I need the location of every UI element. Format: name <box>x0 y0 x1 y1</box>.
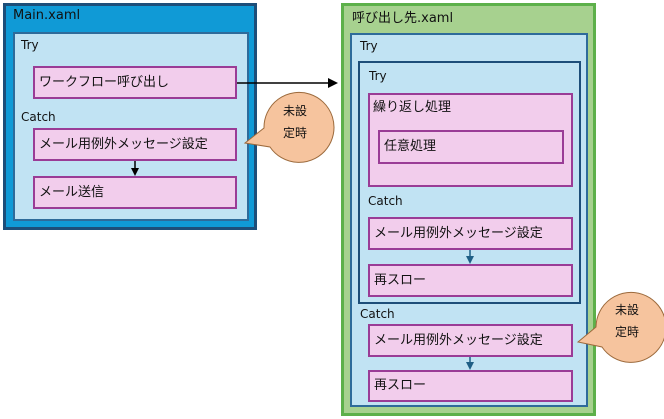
callee-outer-try-label: Try <box>360 39 378 53</box>
callee-inner-rethrow-activity[interactable]: 再スロー <box>368 264 573 297</box>
callee-callout-bubble <box>576 291 664 363</box>
callee-inner-catch-label: Catch <box>368 194 403 208</box>
main-set-message-activity[interactable]: メール用例外メッセージ設定 <box>33 128 237 161</box>
callee-callout-line1: 未設 <box>614 303 639 317</box>
callee-callout-text: 未設 定時 <box>607 299 647 343</box>
send-mail-activity[interactable]: メール送信 <box>33 176 237 209</box>
callee-outer-rethrow-activity[interactable]: 再スロー <box>368 370 573 402</box>
main-callout-bubble <box>243 91 335 163</box>
callee-outer-catch-label: Catch <box>360 307 395 321</box>
task-activity[interactable]: 任意処理 <box>378 130 564 164</box>
loop-activity-label: 繰り返し処理 <box>373 100 452 115</box>
main-callout-line1: 未設 <box>282 104 307 118</box>
callee-workflow-title: 呼び出し先.xaml <box>352 11 454 26</box>
callee-inner-set-message-activity[interactable]: メール用例外メッセージ設定 <box>368 217 573 250</box>
main-catch-label: Catch <box>21 110 56 124</box>
main-callout-line2: 定時 <box>282 126 307 140</box>
callee-inner-try-label: Try <box>369 69 387 83</box>
callee-callout-line2: 定時 <box>614 325 639 339</box>
main-callout-text: 未設 定時 <box>275 100 315 144</box>
callee-outer-set-message-activity[interactable]: メール用例外メッセージ設定 <box>368 324 573 357</box>
main-workflow-title: Main.xaml <box>13 8 81 23</box>
main-try-label: Try <box>21 38 39 52</box>
invoke-workflow-activity[interactable]: ワークフロー呼び出し <box>33 66 237 99</box>
